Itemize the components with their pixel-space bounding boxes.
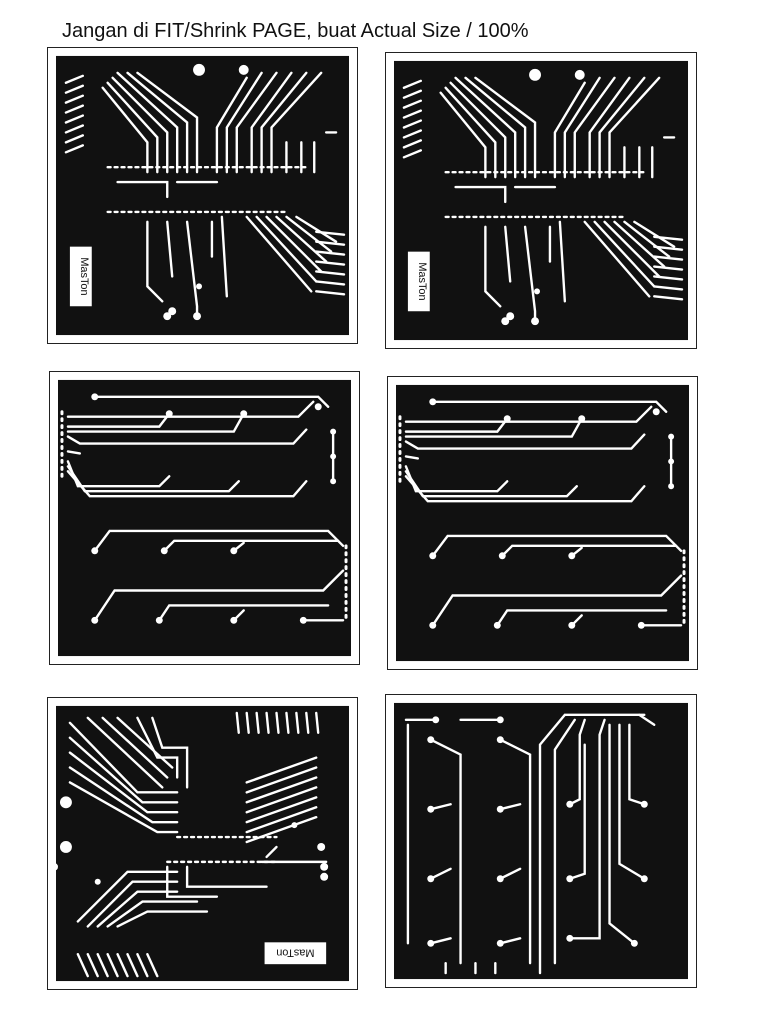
pcb-artwork: MasTon <box>50 705 349 982</box>
print-instruction: Jangan di FIT/Shrink PAGE, buat Actual S… <box>62 20 529 42</box>
pcb-artwork: MasTon <box>393 60 689 341</box>
pcb-layout-middle-left <box>49 371 360 665</box>
pcb-artwork <box>394 702 688 980</box>
board-label: MasTon <box>416 262 428 300</box>
board-label: MasTon <box>78 257 90 295</box>
pcb-artwork <box>396 384 689 662</box>
pcb-layout-bottom-left: MasTon <box>47 697 358 990</box>
pcb-artwork <box>58 379 351 657</box>
board-label: MasTon <box>276 946 314 958</box>
pcb-layout-top-right: MasTon <box>385 52 697 349</box>
pcb-artwork: MasTon <box>55 55 350 336</box>
pcb-layout-bottom-right <box>385 694 697 988</box>
pcb-layout-top-left: MasTon <box>47 47 358 344</box>
pcb-layout-middle-right <box>387 376 698 670</box>
